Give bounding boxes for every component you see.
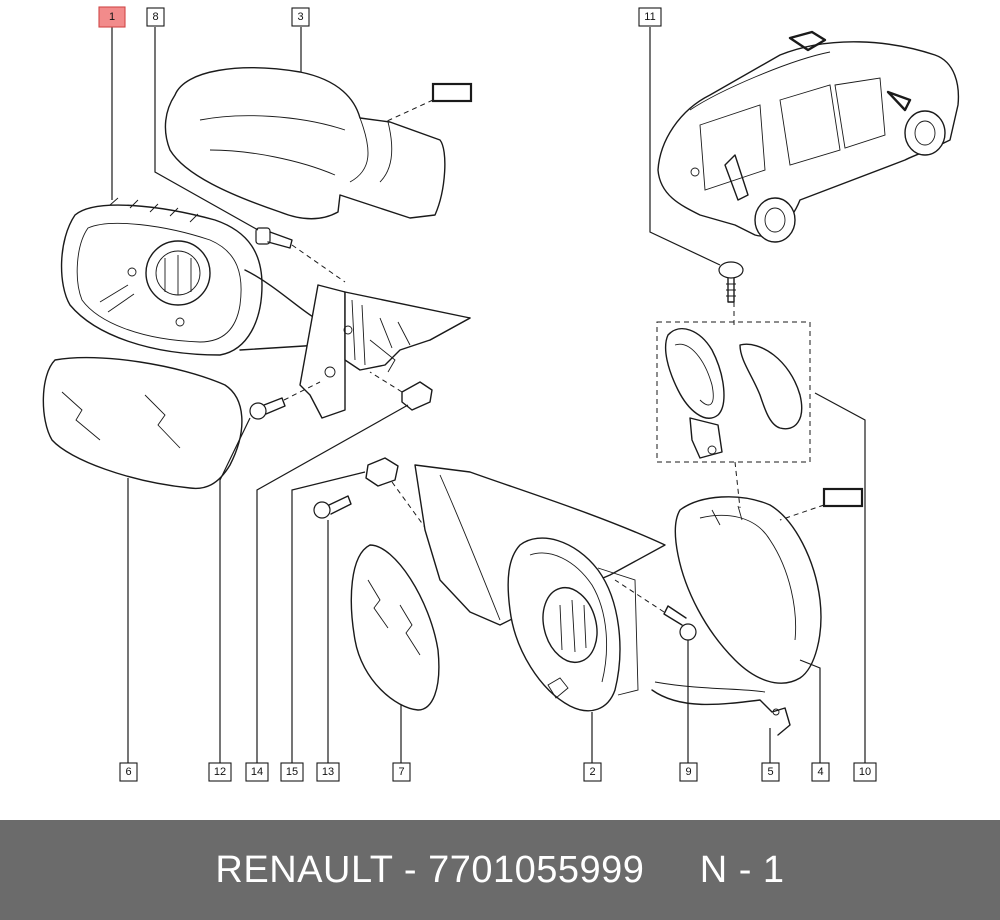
footer-brand: RENAULT	[215, 848, 393, 891]
bolt-part-8	[255, 227, 346, 283]
svg-text:4: 4	[817, 766, 823, 778]
bolt-part-13	[313, 495, 352, 519]
svg-text:10: 10	[859, 766, 871, 778]
svg-text:6: 6	[125, 766, 131, 778]
callout-11: 11	[638, 7, 662, 27]
callout-5: 5	[761, 762, 780, 782]
callout-3: 3	[291, 7, 310, 27]
callout-8: 8	[146, 7, 165, 27]
svg-text:7: 7	[398, 766, 404, 778]
clip-part-14	[369, 371, 433, 411]
cable-part-5	[651, 681, 791, 736]
svg-text:13: 13	[322, 766, 334, 778]
callout-15: 15	[280, 762, 304, 782]
callout-1: 1	[98, 6, 126, 28]
svg-text:8: 8	[152, 11, 158, 23]
svg-text:3: 3	[297, 11, 303, 23]
leader-lines	[111, 27, 866, 763]
exploded-mirror-diagram: 1 8 3 11 6 12 14 15	[42, 6, 960, 782]
footer-caption: RENAULT - 7701055999 N - 1	[215, 849, 784, 892]
footer-position: N - 1	[699, 848, 785, 891]
svg-text:9: 9	[685, 766, 691, 778]
bolt-part-12	[249, 381, 321, 420]
svg-text:15: 15	[286, 766, 298, 778]
callout-13: 13	[316, 762, 340, 782]
callout-4: 4	[811, 762, 830, 782]
mirror-bracket-center	[299, 284, 471, 419]
svg-text:11: 11	[644, 11, 655, 23]
callout-14: 14	[245, 762, 269, 782]
car-illustration	[657, 30, 960, 243]
bolt-part-9	[614, 579, 697, 641]
callout-7: 7	[392, 762, 411, 782]
mirror-glass-right	[350, 544, 440, 711]
footer-part-number: 7701055999	[428, 848, 645, 891]
callout-10: 10	[853, 762, 877, 782]
svg-text:2: 2	[589, 766, 595, 778]
callout-2: 2	[583, 762, 602, 782]
svg-text:12: 12	[214, 766, 226, 778]
clip-part-15	[365, 457, 441, 549]
ref-tag-upper	[384, 82, 473, 123]
screw-part-11	[718, 261, 744, 303]
footer-separator: -	[392, 848, 429, 891]
svg-text:5: 5	[767, 766, 773, 778]
callout-12: 12	[208, 762, 232, 782]
svg-text:1: 1	[109, 11, 115, 23]
mirror-cover-part	[164, 67, 446, 220]
callout-9: 9	[679, 762, 698, 782]
footer-bar: RENAULT - 7701055999 N - 1	[0, 820, 1000, 920]
mirror-housing-right	[507, 537, 639, 712]
mirror-cover-right	[674, 496, 822, 684]
footer-gap	[644, 849, 699, 891]
callout-6: 6	[119, 762, 138, 782]
ref-tag-lower	[779, 487, 864, 521]
svg-text:14: 14	[251, 766, 263, 778]
mirror-glass-left	[42, 356, 243, 490]
repeater-assembly-part-10	[656, 295, 811, 509]
